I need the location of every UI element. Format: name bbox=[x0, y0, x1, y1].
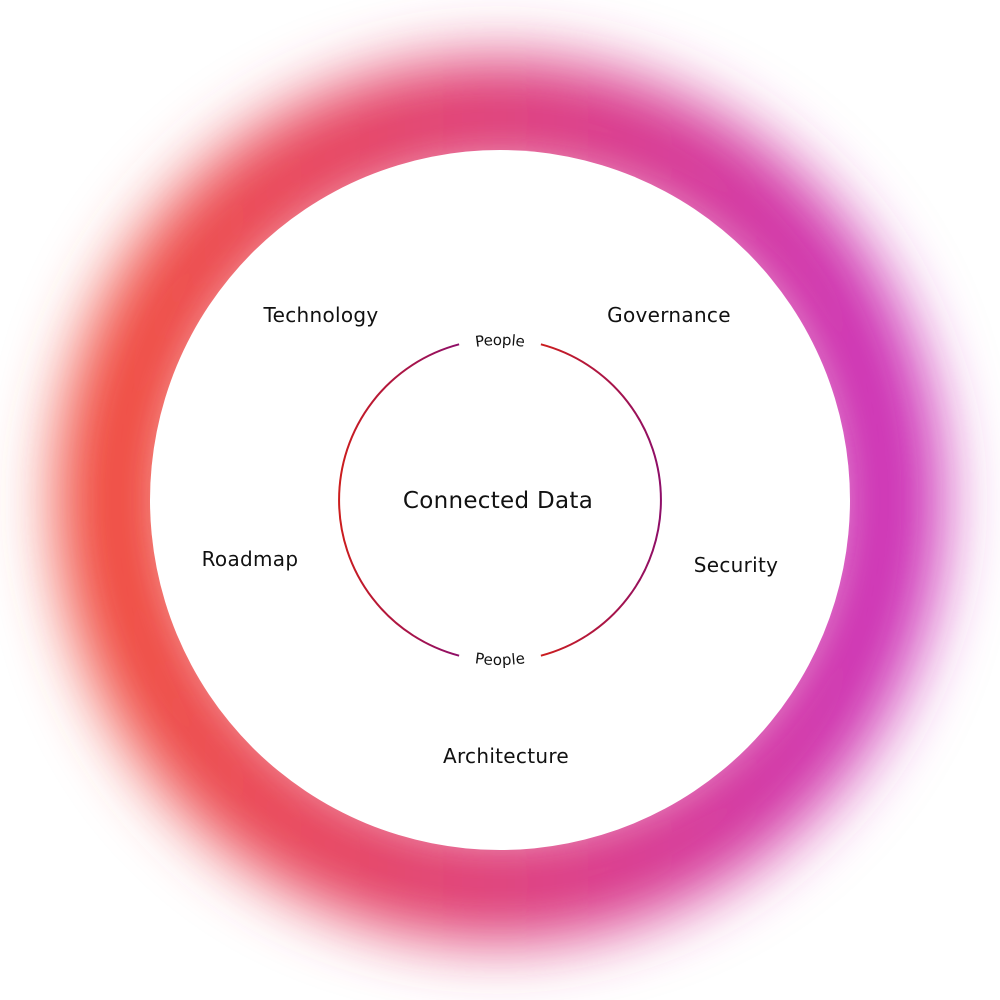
pillar-technology: Technology bbox=[263, 303, 379, 327]
pillar-security: Security bbox=[693, 553, 779, 577]
pillar-governance: Governance bbox=[607, 303, 731, 327]
people-label-bottom: People bbox=[474, 649, 526, 669]
people-ring-left-arc bbox=[338, 343, 460, 657]
people-label-top: People bbox=[474, 330, 526, 350]
pillar-roadmap: Roadmap bbox=[201, 547, 299, 571]
center-label: Connected Data bbox=[402, 488, 594, 514]
people-ring-right-arc bbox=[540, 343, 662, 657]
pillar-architecture: Architecture bbox=[442, 744, 570, 768]
inner-white-disc bbox=[150, 150, 850, 850]
